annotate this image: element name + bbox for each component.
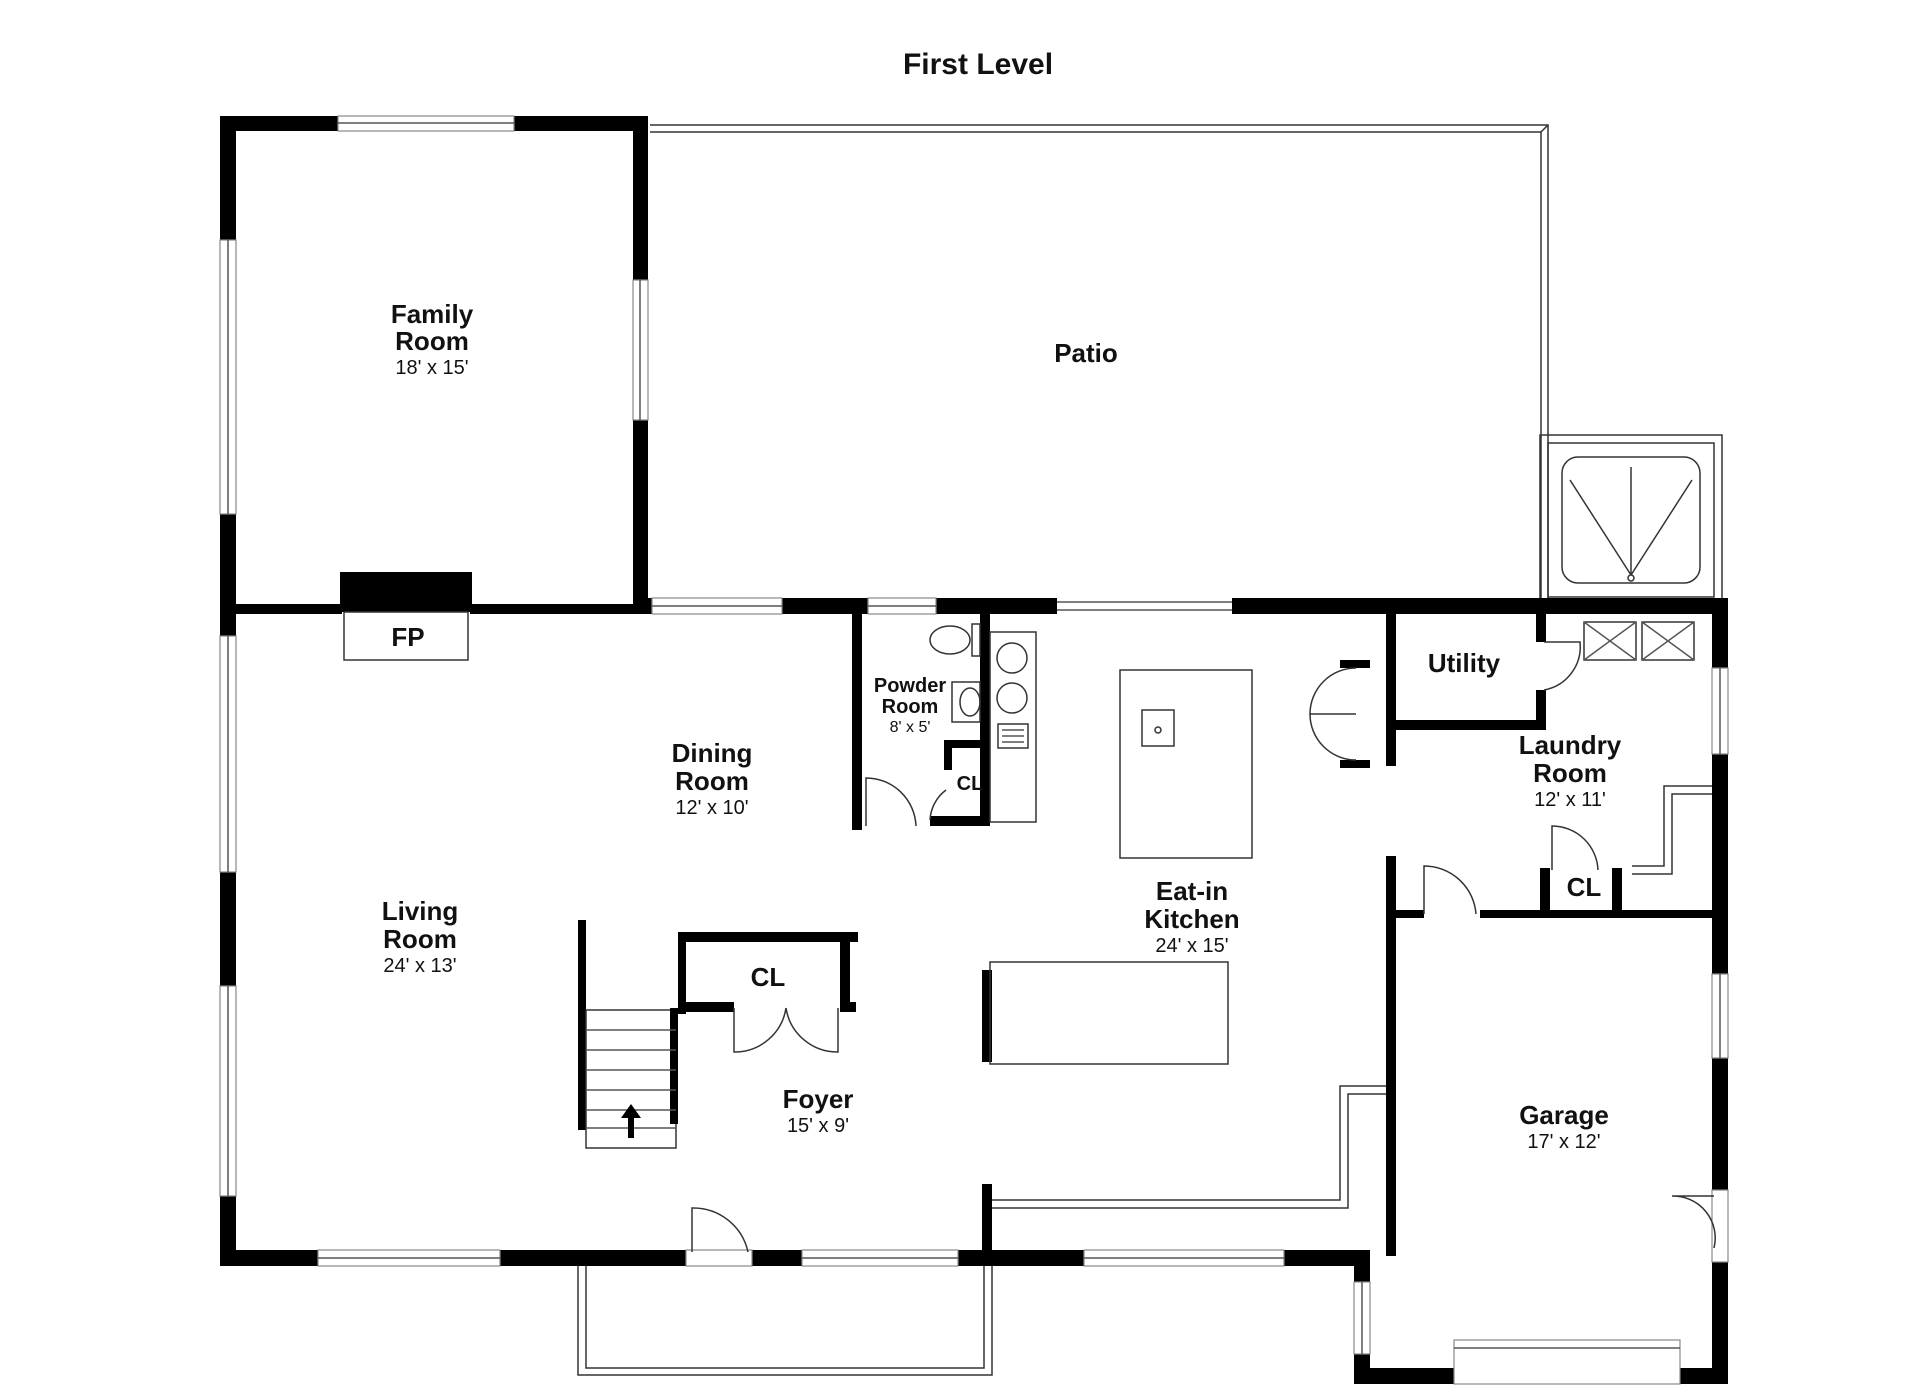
label-dining-room: Dining Room 12' x 10'	[672, 738, 753, 819]
laundry-room-name-2: Room	[1533, 758, 1607, 788]
pantry-doors	[1309, 660, 1370, 768]
family-room-walls	[219, 115, 650, 636]
laundry-room-name-1: Laundry	[1519, 730, 1622, 760]
family-room-dims: 18' x 15'	[395, 357, 468, 379]
living-room-walls	[219, 600, 1370, 1376]
powder-room-name-1: Powder	[874, 675, 946, 697]
garage-dims: 17' x 12'	[1527, 1131, 1600, 1153]
utility-name: Utility	[1428, 648, 1501, 678]
kitchen-island	[1119, 669, 1253, 859]
label-laundry-room: Laundry Room 12' x 11'	[1519, 730, 1622, 811]
foyer-name: Foyer	[783, 1084, 854, 1114]
garage-name: Garage	[1519, 1100, 1609, 1130]
kitchen-dims: 24' x 15'	[1155, 935, 1228, 957]
patio-name: Patio	[1054, 338, 1118, 368]
powder-room-walls	[852, 612, 990, 830]
plan-title: First Level	[903, 48, 1053, 81]
label-foyer: Foyer 15' x 9'	[783, 1084, 854, 1137]
powder-room-name-2: Room	[882, 696, 939, 718]
kitchen-walls	[645, 597, 1729, 1383]
fireplace-label: FP	[391, 622, 424, 652]
label-powder-room: Powder Room 8' x 5'	[874, 675, 946, 736]
dining-room-name-1: Dining	[672, 738, 753, 768]
laundry-room-dims: 12' x 11'	[1534, 789, 1606, 811]
laundry-closet-walls	[1540, 825, 1622, 916]
family-room-name-1: Family	[391, 299, 474, 329]
label-garage: Garage 17' x 12'	[1519, 1100, 1609, 1153]
garage-walls	[1353, 856, 1728, 1385]
foyer-dims: 15' x 9'	[787, 1115, 849, 1137]
powder-room-dims: 8' x 5'	[890, 719, 931, 736]
powder-closet-label: CL	[957, 773, 984, 795]
staircase	[585, 1008, 678, 1149]
foyer-closet-label: CL	[751, 962, 786, 992]
kitchen-counter	[989, 631, 1037, 823]
living-room-dims: 24' x 13'	[383, 955, 456, 977]
kitchen-name-2: Kitchen	[1144, 904, 1239, 934]
label-kitchen: Eat-in Kitchen 24' x 15'	[1144, 876, 1239, 957]
fireplace	[340, 572, 472, 661]
label-living-room: Living Room 24' x 13'	[382, 896, 459, 977]
dining-room-dims: 12' x 10'	[675, 797, 748, 819]
living-room-name-1: Living	[382, 896, 459, 926]
hot-tub	[1539, 434, 1723, 606]
kitchen-peninsula	[982, 961, 1386, 1266]
laundry-closet-label: CL	[1567, 872, 1602, 902]
utility-walls	[1386, 612, 1581, 766]
laundry-counter	[1632, 785, 1712, 875]
washer-dryer	[1583, 621, 1695, 661]
foyer-closet-walls	[578, 920, 858, 1130]
kitchen-name-1: Eat-in	[1156, 876, 1228, 906]
family-room-name-2: Room	[395, 326, 469, 356]
dining-room-name-2: Room	[675, 766, 749, 796]
label-family-room: Family Room 18' x 15'	[391, 299, 474, 379]
living-room-name-2: Room	[383, 924, 457, 954]
